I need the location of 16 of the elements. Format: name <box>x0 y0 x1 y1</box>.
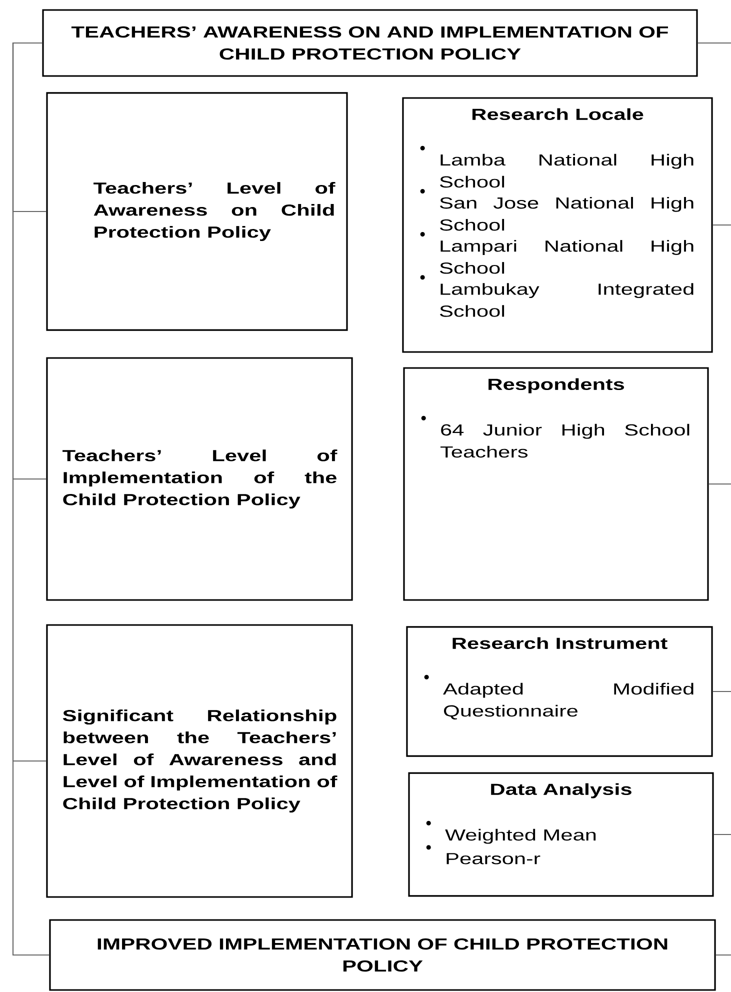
info-box: Data Analysis Weighted Mean Pearson-r <box>408 772 714 897</box>
info-box: Research Instrument Adapted Modified Questionnaire <box>406 626 713 757</box>
concept-box: Teachers’ Level of Awareness on Child Protection Policy <box>46 92 348 331</box>
heading-box: IMPROVED IMPLEMENTATION OF CHILD PROTECTION POLICY <box>49 919 716 991</box>
connector-line <box>708 483 731 485</box>
connector-line <box>698 42 731 44</box>
connector-line <box>712 224 731 226</box>
connector-line <box>712 690 731 692</box>
connector-line <box>716 954 731 956</box>
heading-box: TEACHERS’ AWARENESS ON AND IMPLEMENTATION OF CHILD PROTECTION POLICY <box>42 9 698 77</box>
concept-box: Significant Relationship between the Teachers’ Level of Awareness and Level of Implementation of Child Protection Policy <box>46 624 353 898</box>
bracket-line <box>12 42 50 956</box>
info-box: Research Locale Lamba National High School San Jose National High School Lampari National High School Lambukay Integrated School <box>402 97 713 353</box>
connector-line <box>714 834 731 836</box>
info-box: Respondents 64 Junior High School Teachers <box>403 367 709 601</box>
concept-box: Teachers’ Level of Implementation of the Child Protection Policy <box>46 357 353 601</box>
